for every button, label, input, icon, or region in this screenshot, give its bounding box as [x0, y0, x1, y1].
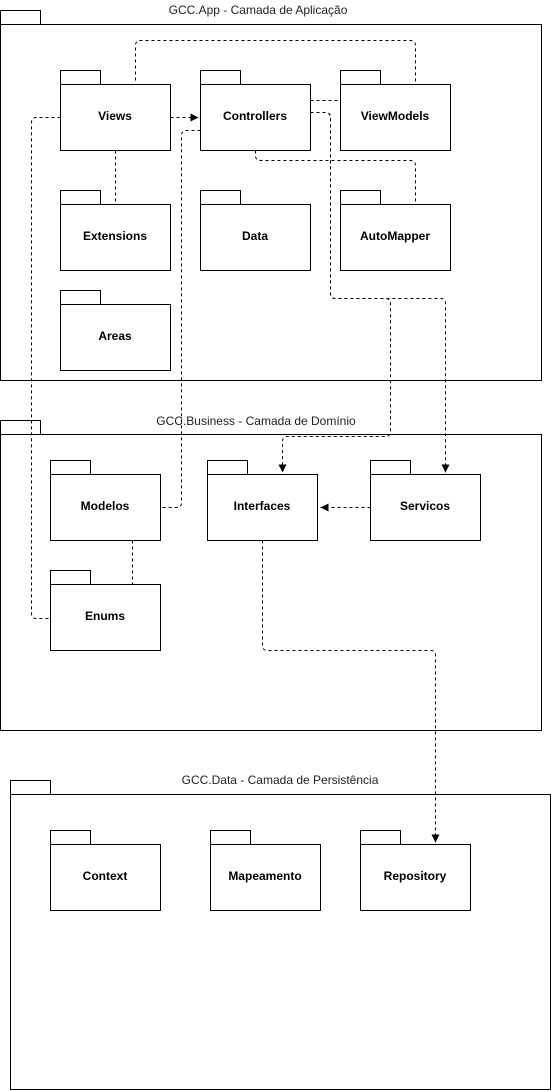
connector-controllers-servicos [310, 112, 450, 473]
package-interfaces[interactable]: Interfaces [207, 460, 318, 541]
package-tab [370, 460, 411, 475]
package-tab [200, 70, 241, 85]
package-label: Controllers [223, 109, 287, 123]
connector-controllers-modelos [160, 130, 201, 508]
package-label: Extensions [83, 229, 147, 243]
package-label: Repository [384, 869, 447, 883]
package-body [50, 844, 161, 911]
connector-controllers-interfaces [278, 112, 391, 473]
connector-interfaces-repository [262, 540, 440, 843]
package-areas[interactable]: Areas [60, 290, 171, 371]
package-body [60, 304, 171, 371]
package-label: Modelos [81, 499, 130, 513]
package-label: Interfaces [234, 499, 291, 513]
package-mapeamento[interactable]: Mapeamento [210, 830, 321, 911]
package-tab [200, 190, 241, 205]
connector-views-enums [31, 117, 61, 619]
package-body [50, 584, 161, 651]
package-views[interactable]: Views [60, 70, 171, 151]
package-tab [60, 190, 101, 205]
connector-views-viewmodels [135, 40, 416, 85]
package-tab [50, 830, 91, 845]
layer-data-frame [10, 794, 551, 1090]
package-label: Areas [98, 329, 132, 343]
package-body [60, 84, 171, 151]
package-tab [340, 70, 381, 85]
connectors [31, 40, 450, 843]
package-extensions[interactable]: Extensions [60, 190, 171, 271]
package-label: Servicos [400, 499, 450, 513]
package-data[interactable]: Data [200, 190, 311, 271]
layer-app-tab [0, 10, 41, 25]
package-enums[interactable]: Enums [50, 570, 161, 651]
package-label: ViewModels [361, 109, 430, 123]
package-label: Enums [85, 609, 125, 623]
package-modelos[interactable]: Modelos [50, 460, 161, 541]
layer-data: GCC.Data - Camada de Persistência [10, 773, 551, 1090]
layer-business-title: GCC.Business - Camada de Domínio [156, 414, 356, 428]
package-body [50, 474, 161, 541]
package-tab [360, 830, 401, 845]
package-body [207, 474, 318, 541]
package-automapper[interactable]: AutoMapper [340, 190, 451, 271]
package-body [340, 84, 451, 151]
package-body [60, 204, 171, 271]
layer-data-title: GCC.Data - Camada de Persistência [182, 773, 379, 787]
package-body [370, 474, 481, 541]
package-servicos[interactable]: Servicos [370, 460, 481, 541]
package-tab [60, 290, 101, 305]
package-repository[interactable]: Repository [360, 830, 471, 911]
package-body [340, 204, 451, 271]
package-label: Data [242, 229, 268, 243]
package-tab [50, 460, 91, 475]
package-tab [210, 830, 251, 845]
package-viewmodels[interactable]: ViewModels [340, 70, 451, 151]
package-tab [60, 70, 101, 85]
package-body [210, 844, 321, 911]
package-tab [50, 570, 91, 585]
package-tab [207, 460, 248, 475]
layer-app-title: GCC.App - Camada de Aplicação [169, 3, 348, 17]
package-body [200, 84, 311, 151]
layer-data-tab [10, 780, 51, 795]
layer-business-tab [0, 420, 41, 435]
package-controllers[interactable]: Controllers [200, 70, 311, 151]
connector-controllers-automapper [255, 150, 416, 205]
package-label: Mapeamento [228, 869, 301, 883]
package-label: Context [83, 869, 128, 883]
package-label: Views [98, 109, 132, 123]
package-body [200, 204, 311, 271]
package-context[interactable]: Context [50, 830, 161, 911]
package-body [360, 844, 471, 911]
package-label: AutoMapper [360, 229, 430, 243]
package-tab [340, 190, 381, 205]
